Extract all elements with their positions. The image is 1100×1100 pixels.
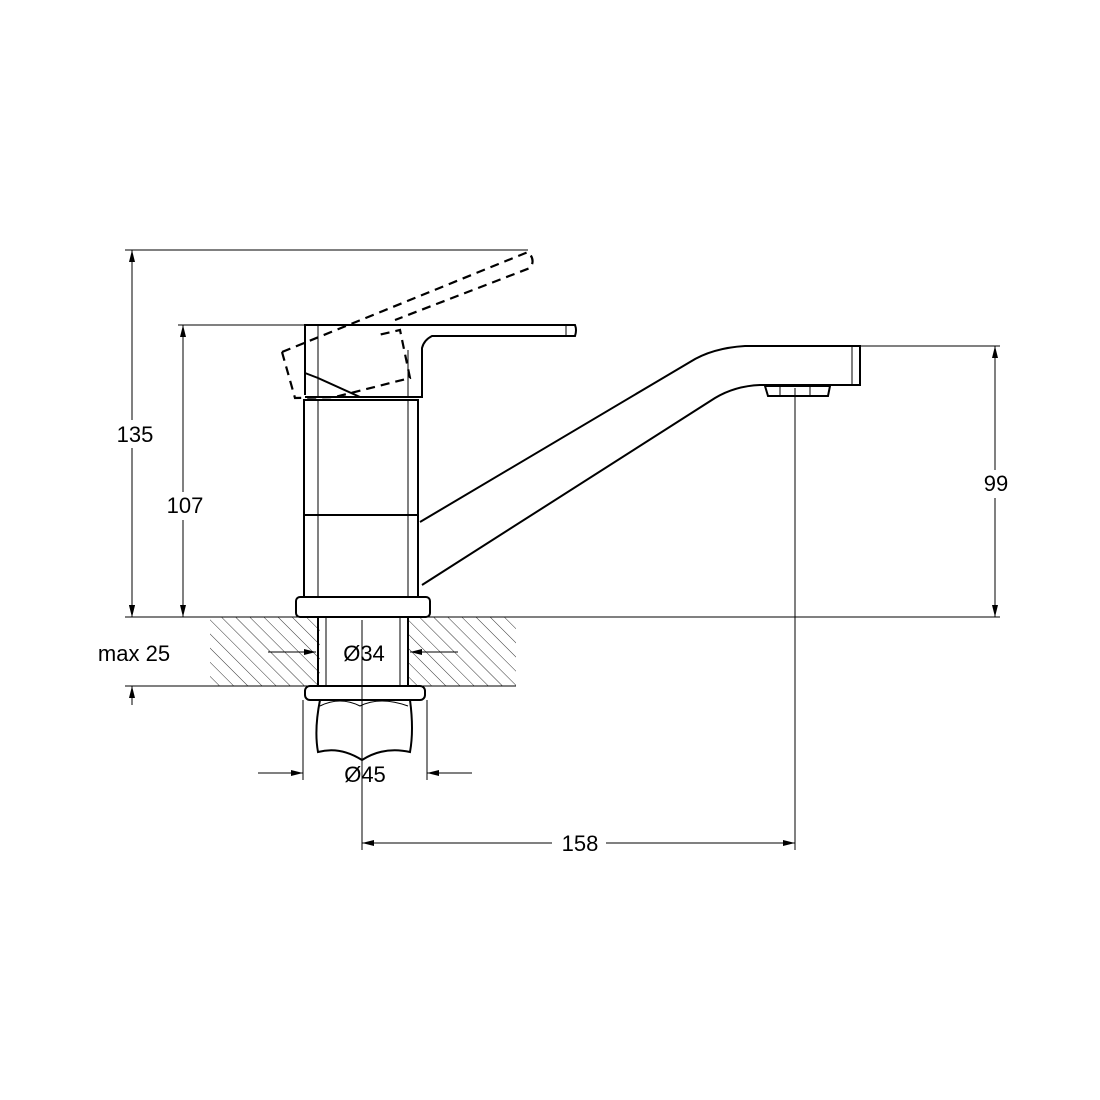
dimension-max25: max 25 — [98, 598, 170, 705]
dim-107-label: 107 — [167, 493, 204, 518]
spout — [419, 345, 861, 586]
mounting-nut — [304, 685, 426, 762]
dimension-135: 135 — [110, 250, 160, 617]
dim-d34-label: Ø34 — [343, 641, 385, 666]
dim-max25-label: max 25 — [98, 641, 170, 666]
dim-d45-label: Ø45 — [344, 762, 386, 787]
lever-raised-position — [280, 250, 534, 400]
dimension-99: 99 — [975, 346, 1015, 617]
lever-handle — [304, 324, 577, 398]
dimension-107: 107 — [160, 325, 210, 617]
dim-99-label: 99 — [984, 471, 1008, 496]
dim-135-label: 135 — [117, 422, 154, 447]
faucet-body — [295, 399, 431, 618]
extension-lines — [125, 249, 1000, 850]
dimension-d45: Ø45 — [258, 762, 472, 787]
dimension-158: 158 — [362, 830, 795, 856]
countertop — [125, 616, 1000, 687]
dimension-d34: Ø34 — [268, 641, 458, 666]
dim-158-label: 158 — [562, 831, 599, 856]
